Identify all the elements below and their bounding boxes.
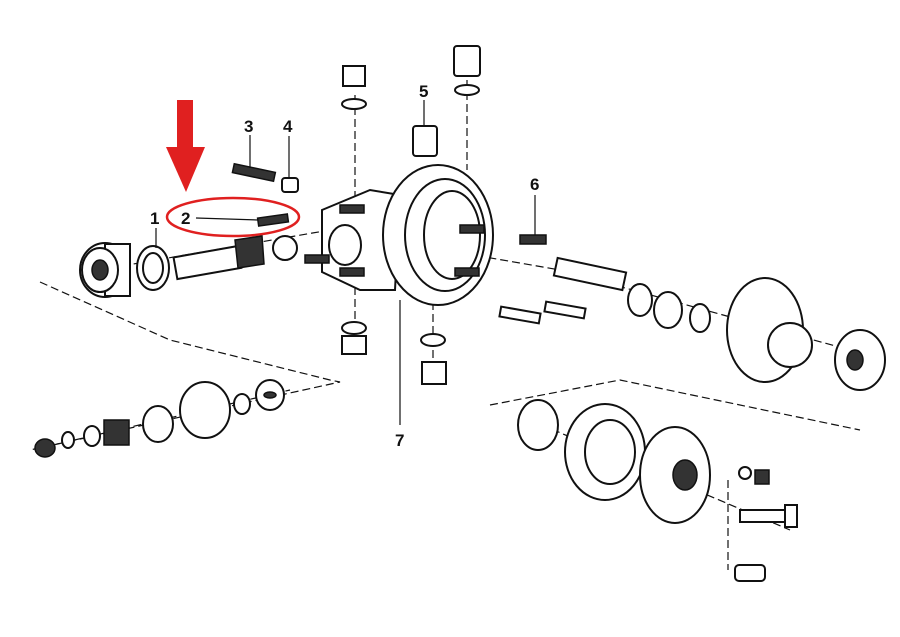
callout-5: 5 — [419, 82, 428, 101]
part-7-housing — [304, 164, 494, 425]
part-6-stud — [519, 234, 547, 245]
part-3-stud — [231, 162, 277, 183]
callout-7: 7 — [395, 431, 404, 450]
fill-plug-top — [453, 45, 481, 96]
callout-6: 6 — [530, 175, 539, 194]
pinion-shaft — [172, 235, 265, 281]
section-outline-right — [489, 379, 861, 431]
bearing-right — [834, 329, 886, 391]
part-5-plug — [412, 100, 438, 157]
drain-plug-top — [341, 65, 367, 110]
bottom-plugs — [341, 321, 447, 385]
callout-4: 4 — [283, 117, 293, 136]
callout-1: 1 — [150, 209, 159, 228]
part-4-nut — [281, 136, 299, 193]
ring-gear — [726, 277, 813, 383]
bearing-part — [79, 242, 131, 298]
part-2-stud — [256, 213, 290, 227]
highlight-ellipse — [165, 196, 301, 238]
differential-parts — [517, 399, 798, 582]
lower-left-parts — [34, 379, 285, 458]
highlight-arrow — [166, 100, 205, 192]
part-1-shim — [136, 245, 170, 291]
callout-2: 2 — [181, 209, 190, 228]
callout-3: 3 — [244, 117, 253, 136]
